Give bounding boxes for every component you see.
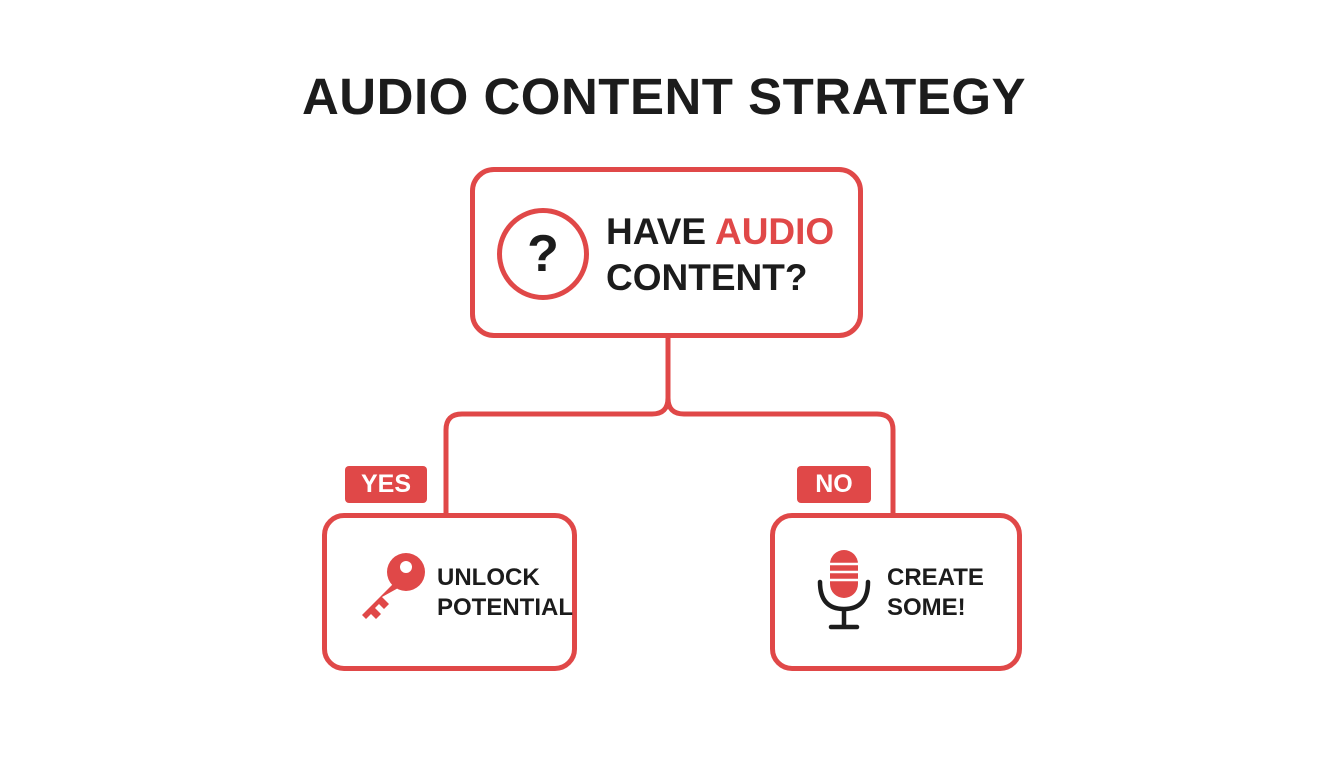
question-line-1: HAVE AUDIO: [606, 209, 834, 255]
yes-badge: YES: [345, 466, 427, 503]
page-title: AUDIO CONTENT STRATEGY: [301, 68, 1027, 125]
question-line-1-accent: AUDIO: [714, 211, 835, 252]
connector-right-branch: [665, 397, 896, 513]
no-outcome-line-2: SOME!: [887, 594, 966, 621]
question-line-2: CONTENT?: [606, 257, 808, 298]
no-outcome-line-1: CREATE: [887, 564, 984, 591]
yes-outcome-node: [322, 513, 577, 671]
yes-outcome-text: UNLOCK POTENTIAL: [437, 563, 573, 623]
no-outcome-node: [770, 513, 1022, 671]
question-line-1-prefix: HAVE: [606, 211, 715, 252]
question-text: HAVE AUDIO CONTENT?: [606, 209, 834, 301]
yes-outcome-line-2: POTENTIAL: [437, 594, 573, 621]
question-mark-glyph: ?: [527, 225, 559, 283]
key-icon: [362, 553, 425, 619]
no-outcome-text: CREATE SOME!: [887, 563, 984, 623]
no-badge: NO: [797, 466, 871, 503]
yes-outcome-line-1: UNLOCK: [437, 564, 540, 591]
question-mark-icon: ?: [497, 208, 589, 300]
microphone-icon: [817, 550, 871, 630]
connector-root-trunk: [443, 336, 671, 513]
